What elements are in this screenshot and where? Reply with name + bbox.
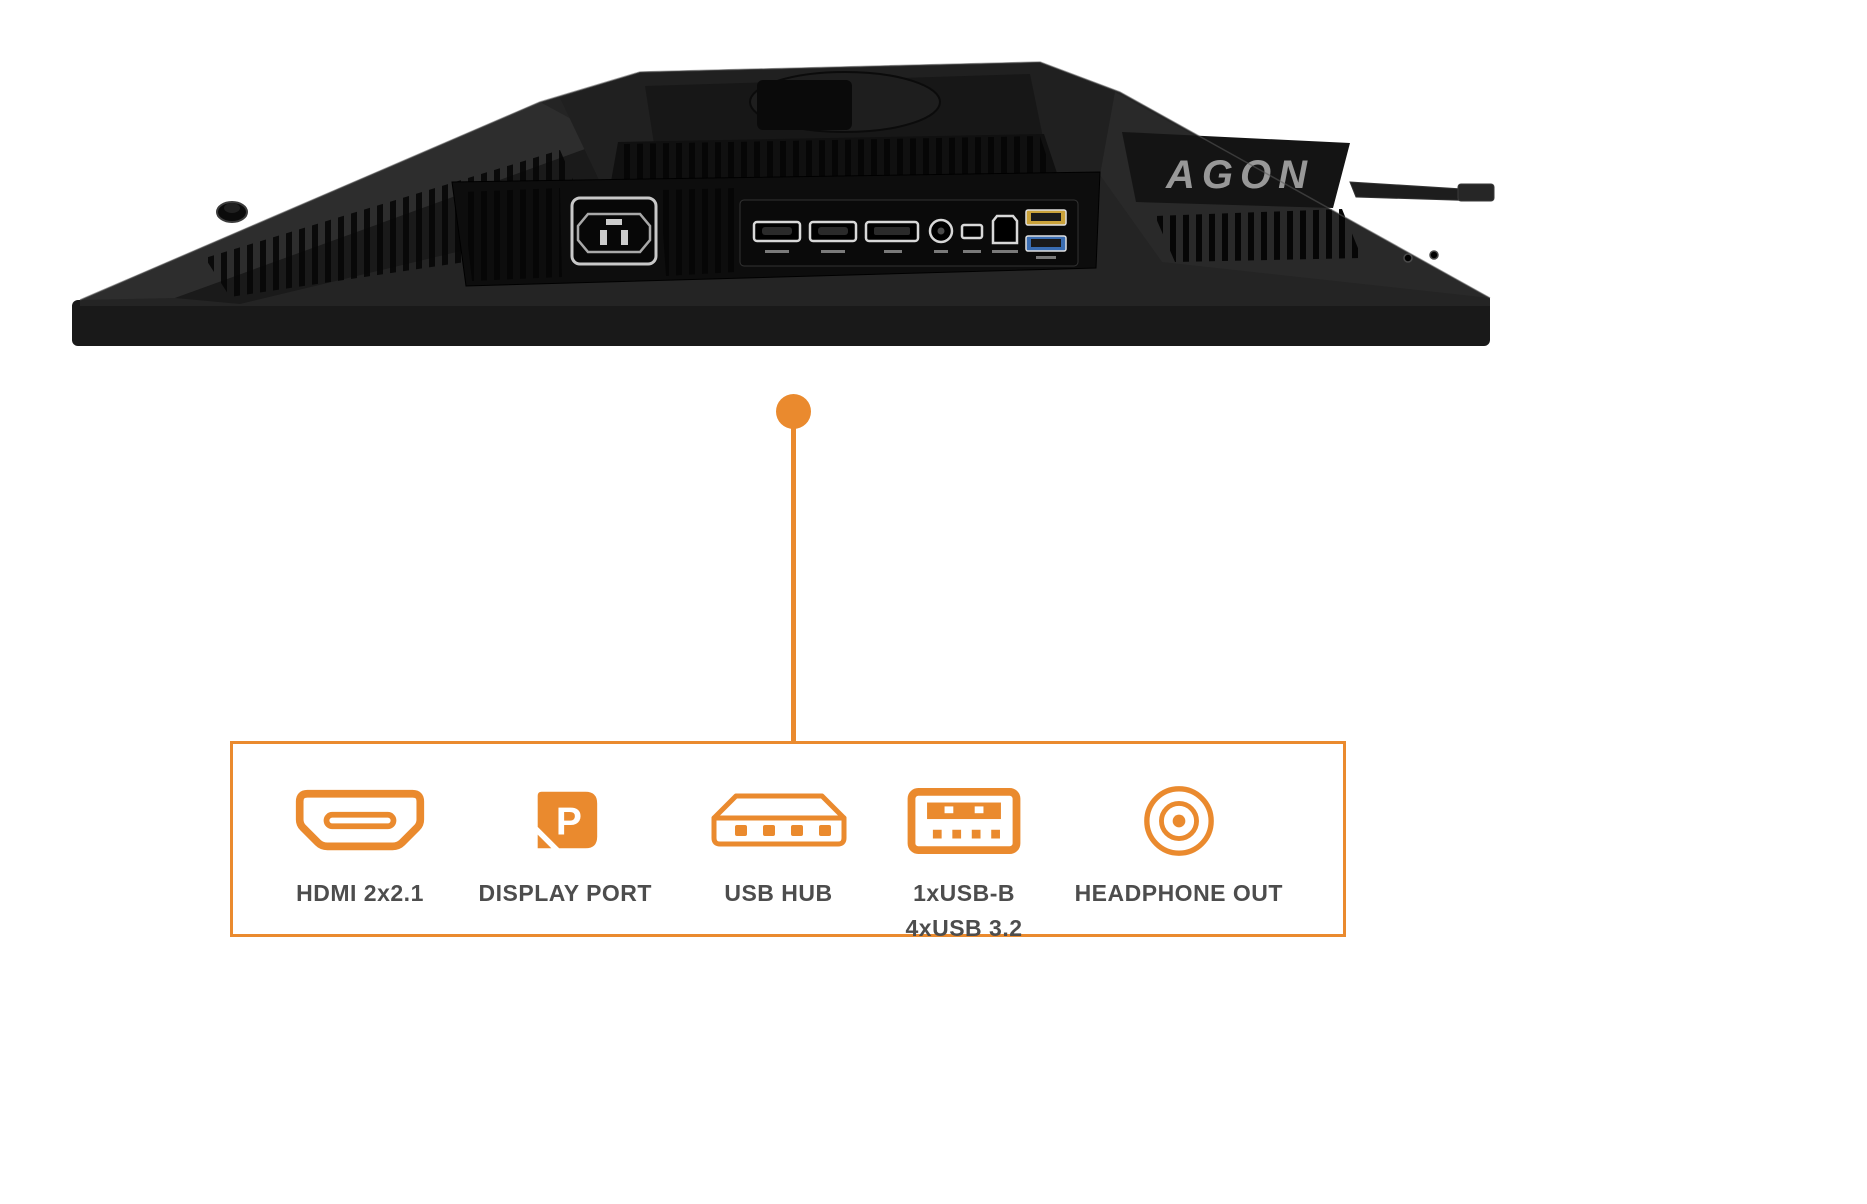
hdmi-icon-wrap — [293, 778, 427, 864]
joystick-button — [216, 201, 248, 223]
monitor-image: AGON — [0, 0, 1867, 380]
displayport-letter: P — [556, 801, 582, 844]
spec-item-hdmi: HDMI 2x2.1 — [293, 778, 427, 911]
usb-hub-icon — [711, 793, 846, 847]
headphone-icon-wrap — [1141, 778, 1217, 864]
callout-line — [791, 420, 796, 742]
spec-label-hdmi: HDMI 2x2.1 — [296, 880, 424, 906]
power-inlet — [570, 196, 658, 266]
headphone-icon — [1143, 786, 1214, 856]
brand-logo-text: AGON — [1165, 153, 1314, 197]
spec-label-usb-hub: USB HUB — [724, 880, 833, 906]
hdmi-icon — [295, 789, 425, 850]
spec-item-usb-hub: USB HUB — [704, 778, 854, 911]
spec-label-displayport: DISPLAY PORT — [478, 880, 652, 906]
ports-legend-box: HDMI 2x2.1 P DISPLAY PORT — [230, 741, 1346, 941]
displayport-icon: P — [537, 791, 598, 849]
spec-item-headphone: HEADPHONE OUT — [1075, 778, 1283, 911]
spec-item-usb-ports: 1xUSB-B 4xUSB 3.2 — [905, 778, 1023, 945]
spec-label-usb-ports-line1: 1xUSB-B — [913, 880, 1015, 906]
usb-hub-icon-wrap — [704, 778, 854, 864]
cable — [1349, 181, 1495, 202]
spec-label-headphone: HEADPHONE OUT — [1074, 880, 1283, 906]
monitor-rear-illustration: AGON — [72, 61, 1495, 346]
spec-label-usb-ports-line2: 4xUSB 3.2 — [905, 914, 1023, 941]
usb-port-icon-wrap — [905, 778, 1023, 864]
spec-item-displayport: P DISPLAY PORT — [479, 778, 652, 911]
port-cluster — [739, 199, 1079, 267]
displayport-icon-wrap: P — [526, 778, 604, 864]
usb-port-icon — [907, 787, 1021, 855]
